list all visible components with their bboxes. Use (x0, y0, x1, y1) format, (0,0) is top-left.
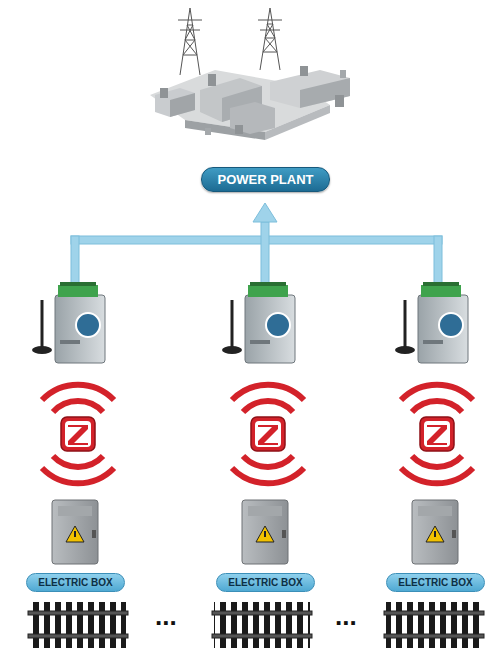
title-pill: POWER PLANT (201, 167, 330, 192)
ellipsis-mark: ... (155, 603, 177, 629)
box-label: ELECTRIC BOX (228, 577, 302, 588)
power-plant-illustration (150, 8, 350, 140)
zigbee-signal-icon (42, 385, 473, 484)
electric-cabinet (52, 500, 458, 564)
box-label: ELECTRIC BOX (398, 577, 472, 588)
ellipsis-mark: ... (335, 603, 357, 629)
device-label: ELECTRIC BOX (216, 573, 315, 592)
device-label: ELECTRIC BOX (386, 573, 485, 592)
data-link-lines (71, 203, 442, 288)
device-label: ELECTRIC BOX (26, 573, 125, 592)
box-label: ELECTRIC BOX (38, 577, 112, 588)
box-label: POWER PLANT (217, 172, 313, 187)
railway-track (28, 602, 484, 648)
wireless-device (32, 282, 468, 363)
